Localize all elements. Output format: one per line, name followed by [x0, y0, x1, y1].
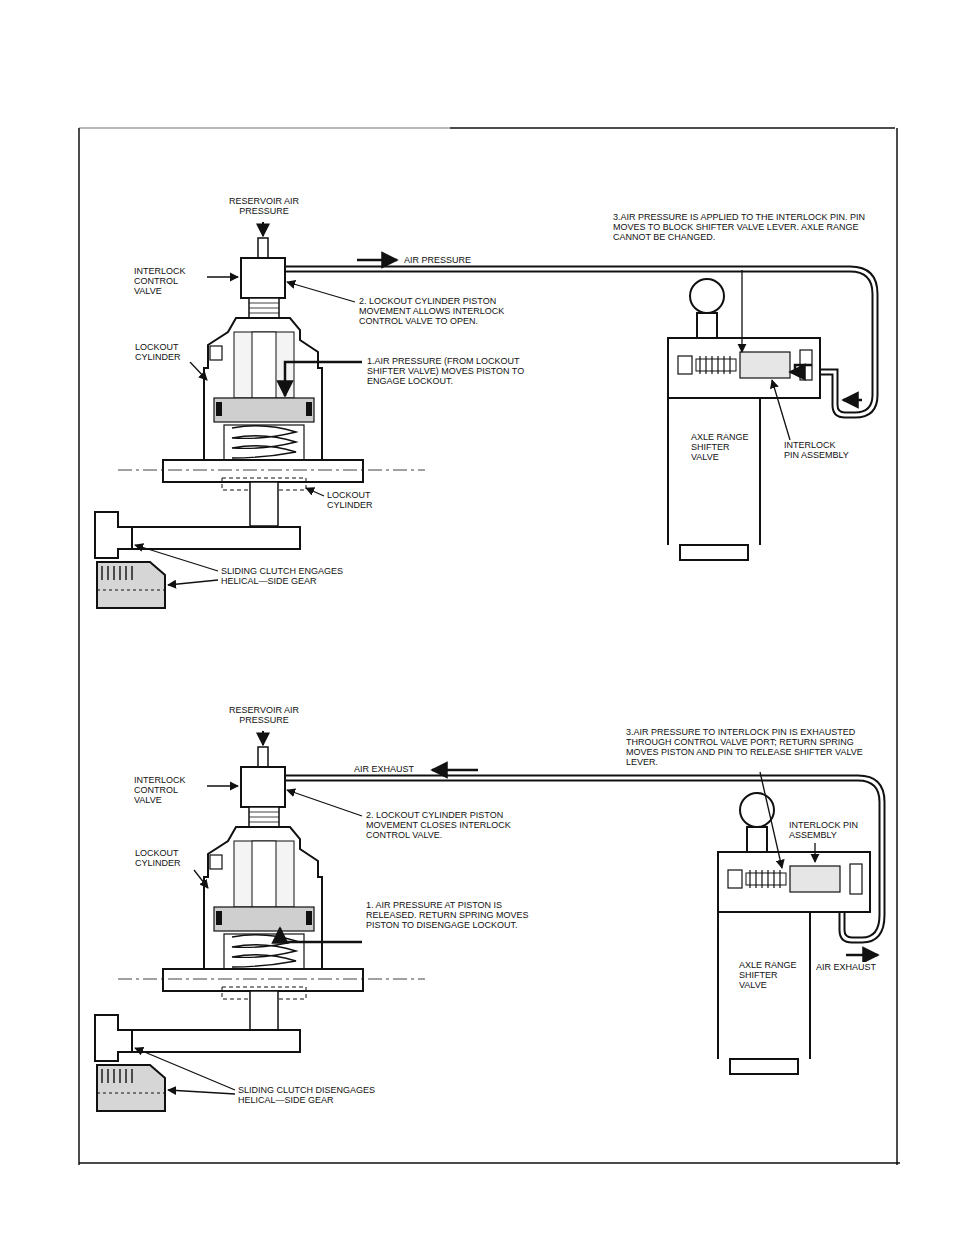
shifter-valve: [668, 279, 820, 560]
lockout-cylinder: [118, 731, 425, 1035]
callout-label: 3.AIR PRESSURE TO INTERLOCK PIN IS EXHAU…: [625, 727, 885, 767]
callout-label: INTERLOCK PIN ASSEMBLY: [783, 440, 850, 460]
callout-label: AXLE RANGE SHIFTER VALVE: [738, 960, 800, 990]
callout-label: SLIDING CLUTCH ENGAGES HELICAL—SIDE GEAR: [220, 566, 372, 586]
callout-label: AIR EXHAUST: [815, 962, 877, 972]
callout-label: LOCKOUT CYLINDER: [134, 848, 202, 868]
sliding-clutch: [95, 512, 300, 608]
callout-label: SLIDING CLUTCH DISENGAGES HELICAL—SIDE G…: [237, 1085, 409, 1105]
callout-label: 1. AIR PRESSURE AT PISTON IS RELEASED. R…: [365, 900, 542, 930]
page-frame: [79, 128, 900, 1165]
leader-lines: [135, 770, 878, 1094]
callout-label: LOCKOUT CYLINDER: [326, 490, 398, 510]
callout-label: 3.AIR PRESSURE IS APPLIED TO THE INTERLO…: [612, 212, 876, 242]
callout-label: AIR EXHAUST: [353, 764, 415, 774]
callout-label: 1.AIR PRESSURE (FROM LOCKOUT SHIFTER VAL…: [366, 356, 538, 386]
callout-label: AXLE RANGE SHIFTER VALVE: [690, 432, 752, 462]
callout-label: 2. LOCKOUT CYLINDER PISTON MOVEMENT CLOS…: [365, 810, 532, 840]
callout-label: RESERVOIR AIR PRESSURE: [213, 705, 315, 725]
shifter-valve: [718, 793, 870, 1074]
callout-label: 2. LOCKOUT CYLINDER PISTON MOVEMENT ALLO…: [358, 296, 525, 326]
callout-label: LOCKOUT CYLINDER: [134, 342, 202, 362]
callout-label: INTERLOCK PIN ASSEMBLY: [788, 820, 870, 840]
callout-label: AIR PRESSURE: [403, 255, 472, 265]
callout-label: INTERLOCK CONTROL VALVE: [133, 266, 207, 296]
callout-label: RESERVOIR AIR PRESSURE: [213, 196, 315, 216]
callout-label: INTERLOCK CONTROL VALVE: [133, 775, 207, 805]
leader-lines: [135, 260, 862, 585]
